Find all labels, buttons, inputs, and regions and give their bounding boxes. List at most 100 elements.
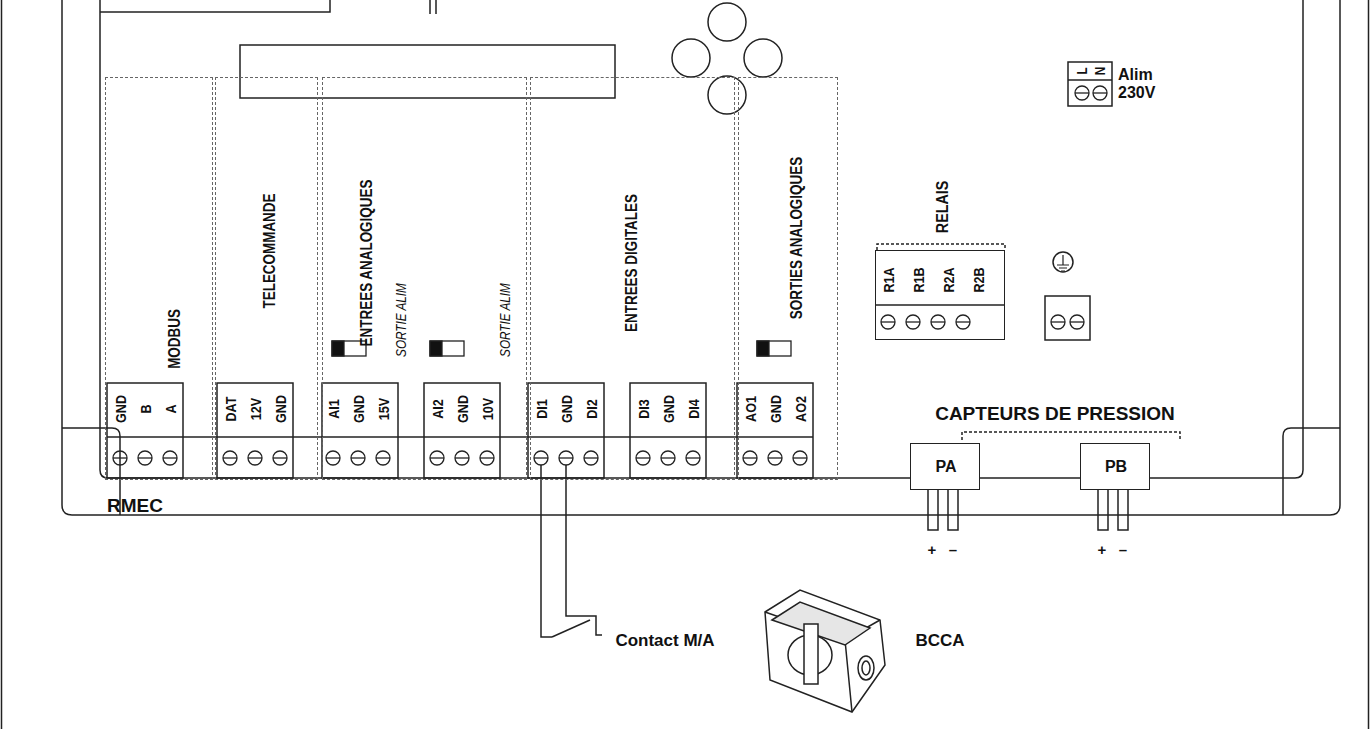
terminal-screw — [430, 451, 444, 465]
pin-name: 15V — [376, 398, 391, 420]
terminal-screw — [326, 457, 340, 458]
pin-name: N — [1093, 67, 1107, 76]
pin-name: GND — [768, 395, 783, 423]
polarity: + — [1098, 542, 1107, 557]
group-heading: PA — [935, 459, 956, 475]
terminal-group: RELAIS — [875, 250, 1005, 340]
terminal-screw — [1075, 92, 1089, 93]
group-heading: SORTIES ANALOGIQUES — [789, 157, 805, 319]
terminal-screw — [430, 457, 444, 458]
dip-switch — [430, 341, 464, 356]
terminal-block — [424, 383, 500, 478]
terminal-screw — [326, 451, 340, 465]
terminal-block — [737, 383, 813, 478]
pin-name: 12V — [248, 398, 263, 420]
pin-name: DI2 — [584, 399, 599, 419]
pin-name: AI2 — [430, 399, 445, 419]
terminal-screw — [1051, 315, 1065, 329]
terminal-screw — [376, 451, 390, 465]
terminal-screw — [956, 315, 970, 329]
terminal-screw — [661, 451, 675, 465]
terminal-screw — [906, 315, 920, 329]
housing-detail — [100, 0, 436, 14]
pin-name: R2A — [941, 267, 956, 292]
terminal-screw — [455, 457, 469, 458]
group-heading: TELECOMMANDE — [262, 194, 278, 309]
group-heading: MODBUS — [167, 309, 183, 369]
terminal-screw — [931, 321, 945, 322]
terminal-screw — [534, 451, 548, 465]
button — [708, 76, 746, 114]
terminal-screw — [223, 451, 237, 465]
panel-outline — [100, 0, 1303, 478]
terminal-screw — [931, 315, 945, 329]
terminal-screw — [248, 457, 262, 458]
terminal-screw — [273, 457, 287, 458]
bcca-hole — [862, 661, 870, 675]
frame-line — [1, 0, 3, 729]
pin-name: GND — [351, 395, 366, 423]
device-name: RMEC — [107, 496, 163, 515]
group-label: CAPTEURS DE PRESSION — [935, 404, 1175, 423]
terminal-screw — [1093, 92, 1107, 93]
terminal-block — [1068, 62, 1112, 106]
sensor-pins — [928, 490, 958, 530]
terminal-screw — [480, 451, 494, 465]
terminal-screw — [248, 451, 262, 465]
button — [708, 3, 746, 41]
terminal-screw — [661, 457, 675, 458]
terminal-screw — [138, 457, 152, 458]
housing-foot — [1283, 428, 1340, 515]
pin-name: DI1 — [534, 399, 549, 419]
sensor-connector: PB — [1080, 443, 1150, 490]
terminal-screw — [559, 451, 573, 465]
terminal-block — [528, 383, 604, 478]
dip-switch — [757, 341, 769, 356]
terminal-screw — [1051, 321, 1065, 322]
button — [744, 39, 782, 77]
terminal-block — [630, 383, 706, 478]
contact-label: Contact M/A — [615, 632, 714, 649]
display — [240, 45, 615, 98]
terminal-screw — [686, 457, 700, 458]
terminal-screw — [163, 451, 177, 465]
terminal-screw — [1070, 315, 1084, 329]
terminal-screw — [376, 457, 390, 458]
terminal-screw — [743, 457, 757, 458]
polarity: – — [1119, 542, 1127, 557]
terminal-screw — [455, 451, 469, 465]
terminal-screw — [273, 451, 287, 465]
bcca-box — [765, 590, 885, 712]
terminal-block — [322, 383, 398, 478]
group-heading: ENTREES ANALOGIQUES — [359, 180, 375, 347]
terminal-screw — [1070, 321, 1084, 322]
terminal-line — [875, 304, 1005, 306]
terminal-screw — [113, 457, 127, 458]
terminal-screw — [768, 457, 782, 458]
pin-name: DAT — [223, 397, 238, 422]
group-heading: RELAIS — [934, 181, 951, 233]
pin-name: AO1 — [743, 396, 758, 422]
terminal-screw — [584, 451, 598, 465]
terminal-screw — [793, 457, 807, 458]
pin-name: AO2 — [793, 396, 808, 422]
terminal-screw — [956, 321, 970, 322]
dip-switch — [332, 341, 344, 356]
terminal-block — [217, 383, 293, 478]
terminal-screw — [351, 451, 365, 465]
ground-symbol — [1053, 252, 1073, 272]
terminal-screw — [559, 457, 573, 458]
sensor-pins — [1098, 490, 1128, 530]
pin-name: R1A — [881, 267, 896, 292]
button — [672, 39, 710, 77]
pin-name: AI1 — [326, 399, 341, 419]
group-heading: PB — [1105, 459, 1127, 475]
bcca-lever — [804, 624, 818, 684]
terminal-screw — [584, 457, 598, 458]
bcca-hole — [858, 656, 874, 680]
pin-name: DI4 — [686, 399, 701, 419]
power-note: SORTIE ALIM — [394, 283, 408, 357]
terminal-screw — [881, 315, 895, 329]
terminal-screw — [351, 457, 365, 458]
